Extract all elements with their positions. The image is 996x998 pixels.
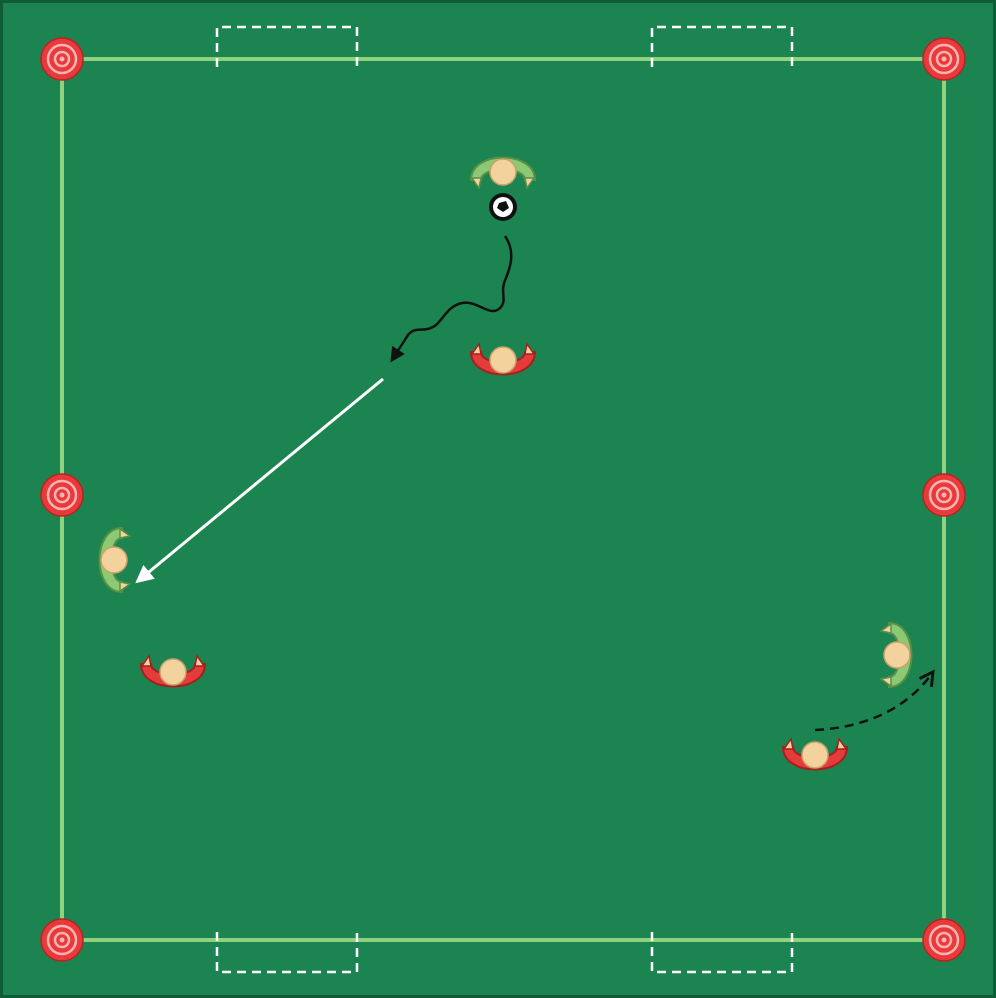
cone-bottom-left <box>41 919 83 961</box>
cone-top-left <box>41 38 83 80</box>
cone-bottom-right <box>923 919 965 961</box>
pitch-surface <box>3 3 993 995</box>
ball <box>489 193 517 221</box>
cone-mid-right <box>923 474 965 516</box>
cone-mid-left <box>41 474 83 516</box>
cone-top-right <box>923 38 965 80</box>
